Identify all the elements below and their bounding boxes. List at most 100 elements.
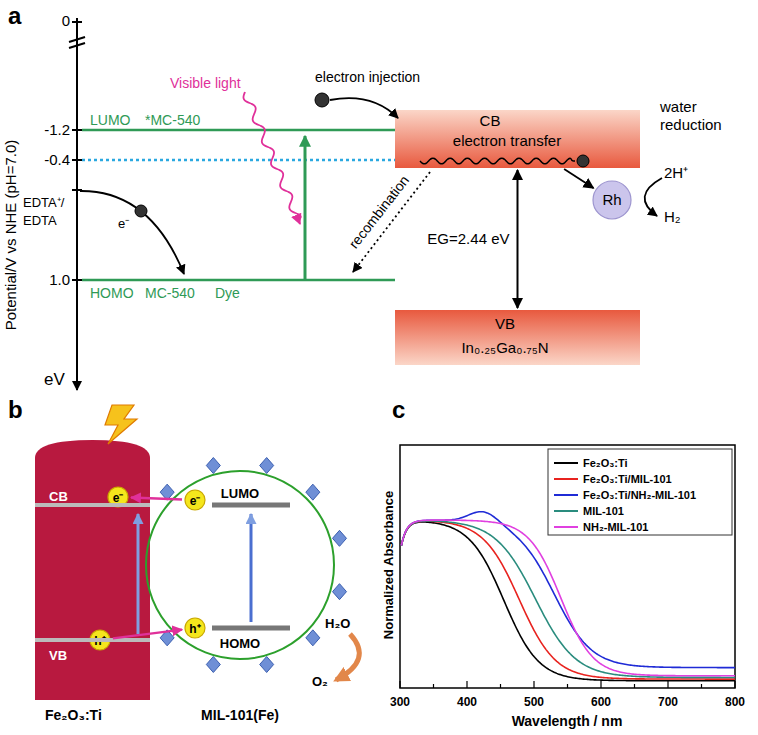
hole-dot-outline bbox=[90, 630, 110, 650]
axis-tick bbox=[72, 159, 82, 161]
x-tick bbox=[667, 681, 668, 688]
tick-label: 300 bbox=[390, 695, 410, 709]
metal-cluster bbox=[332, 584, 346, 600]
rod-excitation-arrow bbox=[137, 514, 140, 634]
rh-cocatalyst-outline bbox=[593, 181, 631, 219]
dye-label: MC-540 bbox=[145, 285, 195, 301]
mof-excitation-arrow bbox=[250, 514, 253, 622]
x-tick bbox=[701, 684, 702, 688]
x-ticks bbox=[400, 681, 735, 688]
process-label: water reduction bbox=[660, 98, 722, 133]
reduction-arrow bbox=[645, 178, 662, 216]
legend-box bbox=[548, 449, 732, 535]
electron-ball bbox=[577, 155, 589, 167]
legend-swatch bbox=[554, 526, 578, 528]
tick-label: 500 bbox=[524, 695, 544, 709]
axis-value: -0.4 bbox=[44, 151, 70, 168]
legend-swatch bbox=[554, 510, 578, 512]
connector-arrow bbox=[517, 170, 519, 308]
tick-label: 400 bbox=[457, 695, 477, 709]
process-label: recombination bbox=[345, 172, 412, 251]
connector-arrow bbox=[564, 169, 593, 188]
mof-cage-outline bbox=[146, 471, 334, 659]
axis-tick bbox=[72, 21, 82, 23]
semiconductor-rod-outline bbox=[35, 440, 150, 700]
node-text: LUMO bbox=[221, 486, 259, 501]
node-text: VB bbox=[49, 648, 67, 663]
node-text: Rh bbox=[602, 191, 621, 208]
metal-cluster bbox=[306, 630, 320, 646]
species-label: 2H⁺ bbox=[664, 164, 688, 181]
electron-dot-outline bbox=[108, 487, 128, 507]
node-text: e⁻ bbox=[190, 494, 201, 508]
valence-band-shape bbox=[395, 310, 640, 365]
x-tick bbox=[433, 684, 434, 688]
species-label: H₂ bbox=[664, 208, 681, 225]
axis-title: Wavelength / nm bbox=[512, 713, 623, 729]
axis-break bbox=[69, 37, 85, 42]
axis-tick bbox=[72, 279, 82, 281]
node-text: CB bbox=[480, 112, 501, 129]
legend-text: NH₂-MIL-101 bbox=[583, 521, 648, 533]
node-text: In₀.₂₅Ga₀.₇₅N bbox=[461, 339, 548, 356]
light-wave bbox=[243, 92, 300, 224]
legend-text: Fe₂O₃:Ti/NH₂-MIL-101 bbox=[583, 489, 696, 501]
reduction-potential-line bbox=[82, 159, 395, 162]
electron-dot-outline bbox=[185, 490, 205, 510]
x-tick bbox=[533, 681, 534, 688]
tick-label: 600 bbox=[591, 695, 611, 709]
tick-label: 800 bbox=[725, 695, 745, 709]
valence-band-outline bbox=[395, 310, 640, 365]
node-text: MIL-101(Fe) bbox=[201, 707, 279, 723]
rod-vb-level bbox=[35, 638, 150, 642]
metal-cluster bbox=[260, 656, 274, 672]
node-text: h⁺ bbox=[189, 622, 200, 636]
x-tick bbox=[734, 681, 735, 688]
dye-label: Dye bbox=[215, 285, 240, 301]
axis-line bbox=[76, 18, 78, 390]
light-bolt bbox=[105, 405, 137, 444]
injection-arrow bbox=[330, 98, 398, 118]
hole-dot: h⁺ bbox=[184, 617, 206, 639]
oxidation-arrow bbox=[336, 634, 359, 680]
absorbance-curve bbox=[401, 521, 735, 678]
edge-label: EG=2.44 eV bbox=[427, 230, 509, 247]
axis-unit: eV bbox=[44, 370, 65, 389]
mof-homo-bar bbox=[212, 626, 290, 631]
orbital-label: LUMO bbox=[90, 112, 130, 128]
absorbance-curve bbox=[401, 522, 735, 681]
mof-lumo-bar bbox=[212, 503, 290, 508]
tick-label: 700 bbox=[658, 695, 678, 709]
legend-swatch bbox=[554, 462, 578, 464]
x-tick bbox=[567, 684, 568, 688]
node-text: electron transfer bbox=[453, 132, 561, 149]
axis-break bbox=[69, 43, 85, 48]
x-tick bbox=[600, 681, 601, 688]
node-text: Fe₂O₃:Ti bbox=[45, 707, 102, 723]
x-tick bbox=[634, 684, 635, 688]
panel-letter: b bbox=[8, 396, 23, 423]
axis-title: Normalized Absorbance bbox=[381, 491, 396, 639]
metal-cluster bbox=[206, 458, 220, 474]
metal-cluster bbox=[260, 458, 274, 474]
lumo-level bbox=[82, 129, 395, 132]
panel-letter: a bbox=[8, 2, 21, 29]
electron-ball bbox=[135, 205, 147, 217]
node-text: HOMO bbox=[220, 636, 260, 651]
axis-value: 1.0 bbox=[49, 271, 70, 288]
legend-swatch bbox=[554, 478, 578, 480]
excitation-arrow bbox=[304, 136, 307, 280]
legend-text: Fe₂O₃:Ti bbox=[583, 457, 628, 469]
legend-text: Fe₂O₃:Ti/MIL-101 bbox=[583, 473, 672, 485]
energy-axis bbox=[69, 18, 85, 390]
legend-text: MIL-101 bbox=[583, 505, 624, 517]
process-label: electron injection bbox=[315, 69, 420, 85]
node-text: CB bbox=[49, 489, 68, 504]
node-text: VB bbox=[495, 315, 515, 332]
legend-swatch bbox=[554, 494, 578, 496]
orbital-label: HOMO bbox=[90, 285, 134, 301]
x-tick bbox=[500, 684, 501, 688]
x-tick bbox=[466, 681, 467, 688]
electron-dot: e⁻ bbox=[184, 489, 206, 511]
